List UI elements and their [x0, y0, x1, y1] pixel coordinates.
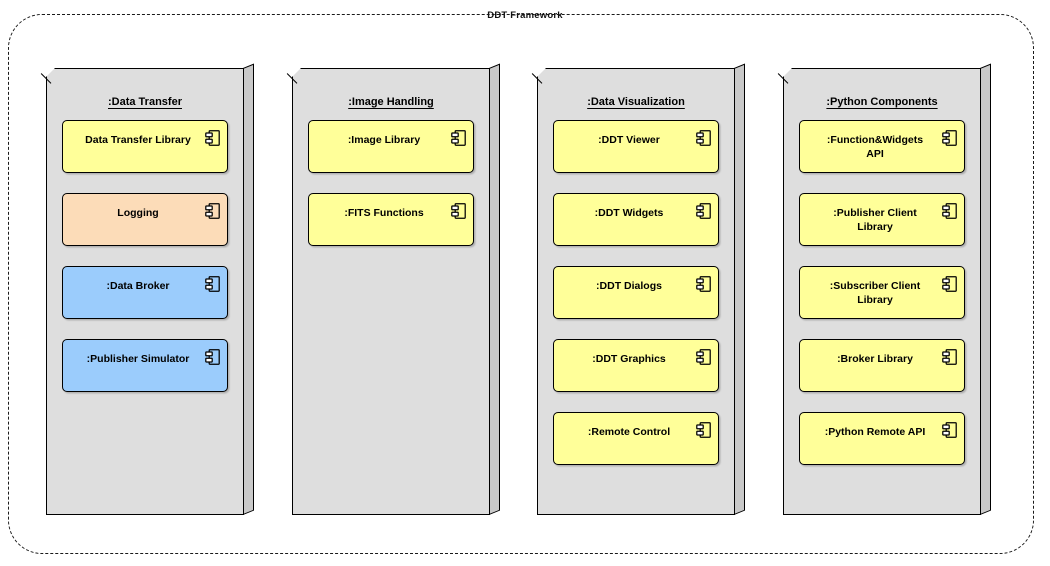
package-title: :Data Visualization [587, 96, 685, 108]
component-image-library[interactable]: :Image Library [308, 120, 474, 173]
uml-component-icon [451, 203, 466, 219]
component-label: :Publisher Client Library [833, 207, 917, 233]
component-label: :Remote Control [587, 426, 671, 438]
component-ddt-graphics[interactable]: :DDT Graphics [553, 339, 719, 392]
uml-component-icon [942, 349, 957, 365]
uml-component-icon [696, 422, 711, 438]
uml-component-icon [696, 203, 711, 219]
package-title: :Image Handling [348, 96, 434, 108]
component-publisher-simulator[interactable]: :Publisher Simulator [62, 339, 228, 392]
uml-component-icon [205, 349, 220, 365]
uml-component-icon [696, 349, 711, 365]
package-body: :Function&Widgets API :Publisher Client L… [783, 120, 981, 485]
uml-component-icon [942, 276, 957, 292]
package-data-visualization[interactable]: :Data Visualization :DDT Viewer :DDT Widge… [537, 63, 745, 515]
component-python-remote-api[interactable]: :Python Remote API [799, 412, 965, 465]
package-title: :Python Components [826, 96, 938, 108]
package-side-face [243, 63, 254, 515]
uml-component-icon [205, 203, 220, 219]
uml-component-icon [696, 130, 711, 146]
uml-component-icon [942, 422, 957, 438]
component-function-and-widgets-api[interactable]: :Function&Widgets API [799, 120, 965, 173]
component-ddt-widgets[interactable]: :DDT Widgets [553, 193, 719, 246]
component-ddt-dialogs[interactable]: :DDT Dialogs [553, 266, 719, 319]
uml-component-icon [451, 130, 466, 146]
component-label: :Image Library [347, 134, 421, 146]
uml-component-icon [942, 203, 957, 219]
package-side-face [734, 63, 745, 515]
package-body: :Image Library :FITS Functions [292, 120, 490, 266]
package-body: :DDT Viewer :DDT Widgets :DDT Dialogs :DDT … [537, 120, 735, 485]
uml-component-icon [205, 276, 220, 292]
component-label: :Python Remote API [824, 426, 926, 438]
component-ddt-viewer[interactable]: :DDT Viewer [553, 120, 719, 173]
uml-component-icon [942, 130, 957, 146]
component-label: :FITS Functions [344, 207, 424, 219]
component-data-transfer-library[interactable]: Data Transfer Library [62, 120, 228, 173]
component-label: :Broker Library [837, 353, 913, 365]
package-side-face [980, 63, 991, 515]
component-data-broker[interactable]: :Data Broker [62, 266, 228, 319]
component-label: :Publisher Simulator [86, 353, 190, 365]
component-logging[interactable]: Logging [62, 193, 228, 246]
package-python-components[interactable]: :Python Components :Function&Widgets API:… [783, 63, 991, 515]
component-label: :DDT Widgets [594, 207, 664, 219]
component-label: :Function&Widgets API [826, 134, 924, 160]
component-label: :Data Broker [106, 280, 170, 292]
component-label: Logging [117, 207, 159, 219]
component-label: :Subscriber Client Library [829, 280, 921, 306]
component-label: :DDT Viewer [598, 134, 660, 146]
component-label: :DDT Dialogs [596, 280, 662, 292]
component-subscriber-client-library[interactable]: :Subscriber Client Library [799, 266, 965, 319]
component-publisher-client-library[interactable]: :Publisher Client Library [799, 193, 965, 246]
component-fits-functions[interactable]: :FITS Functions [308, 193, 474, 246]
package-image-handling[interactable]: :Image Handling :Image Library :FITS Funct… [292, 63, 500, 515]
uml-component-icon [205, 130, 220, 146]
framework-boundary [8, 14, 1034, 554]
package-title: :Data Transfer [108, 96, 182, 108]
component-remote-control[interactable]: :Remote Control [553, 412, 719, 465]
component-label: Data Transfer Library [85, 134, 191, 146]
framework-title: DDT Framework [487, 10, 563, 21]
package-side-face [489, 63, 500, 515]
component-label: :DDT Graphics [592, 353, 666, 365]
component-broker-library[interactable]: :Broker Library [799, 339, 965, 392]
uml-component-icon [696, 276, 711, 292]
